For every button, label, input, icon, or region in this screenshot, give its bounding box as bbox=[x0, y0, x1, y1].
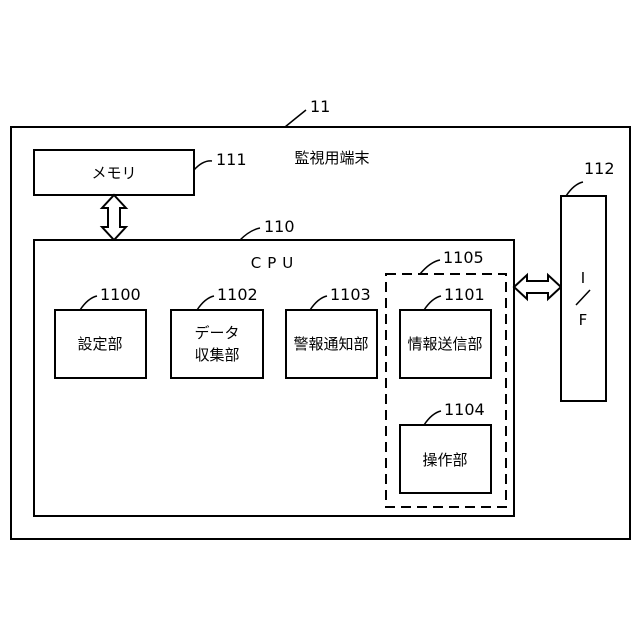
interface-box bbox=[561, 196, 606, 401]
data-collection-unit-label-line2: 収集部 bbox=[194, 346, 239, 364]
memory-label: メモリ bbox=[91, 164, 136, 182]
info-transmission-unit-ref: 1101 bbox=[444, 285, 485, 304]
cpu-ref: 110 bbox=[264, 217, 295, 236]
group-ref: 1105 bbox=[443, 248, 484, 267]
cpu-label: CPU bbox=[251, 254, 300, 272]
info-transmission-unit-label: 情報送信部 bbox=[407, 335, 482, 353]
alarm-notification-unit-label: 警報通知部 bbox=[293, 335, 368, 353]
terminal-leader bbox=[285, 110, 306, 127]
operation-unit-label: 操作部 bbox=[422, 451, 467, 469]
settings-unit-label: 設定部 bbox=[77, 335, 122, 353]
alarm-notification-unit-ref: 1103 bbox=[330, 285, 371, 304]
interface-label-top: I bbox=[581, 269, 585, 287]
data-collection-unit-label-line1: データ bbox=[194, 324, 239, 342]
memory-ref: 111 bbox=[216, 150, 247, 169]
interface-label-bottom: F bbox=[579, 311, 588, 329]
data-collection-unit-box bbox=[171, 310, 263, 378]
data-collection-unit-ref: 1102 bbox=[217, 285, 258, 304]
interface-ref: 112 bbox=[584, 159, 615, 178]
operation-unit-ref: 1104 bbox=[444, 400, 485, 419]
terminal-title: 監視用端末 bbox=[294, 149, 369, 167]
terminal-ref: 11 bbox=[310, 97, 330, 116]
settings-unit-ref: 1100 bbox=[100, 285, 141, 304]
